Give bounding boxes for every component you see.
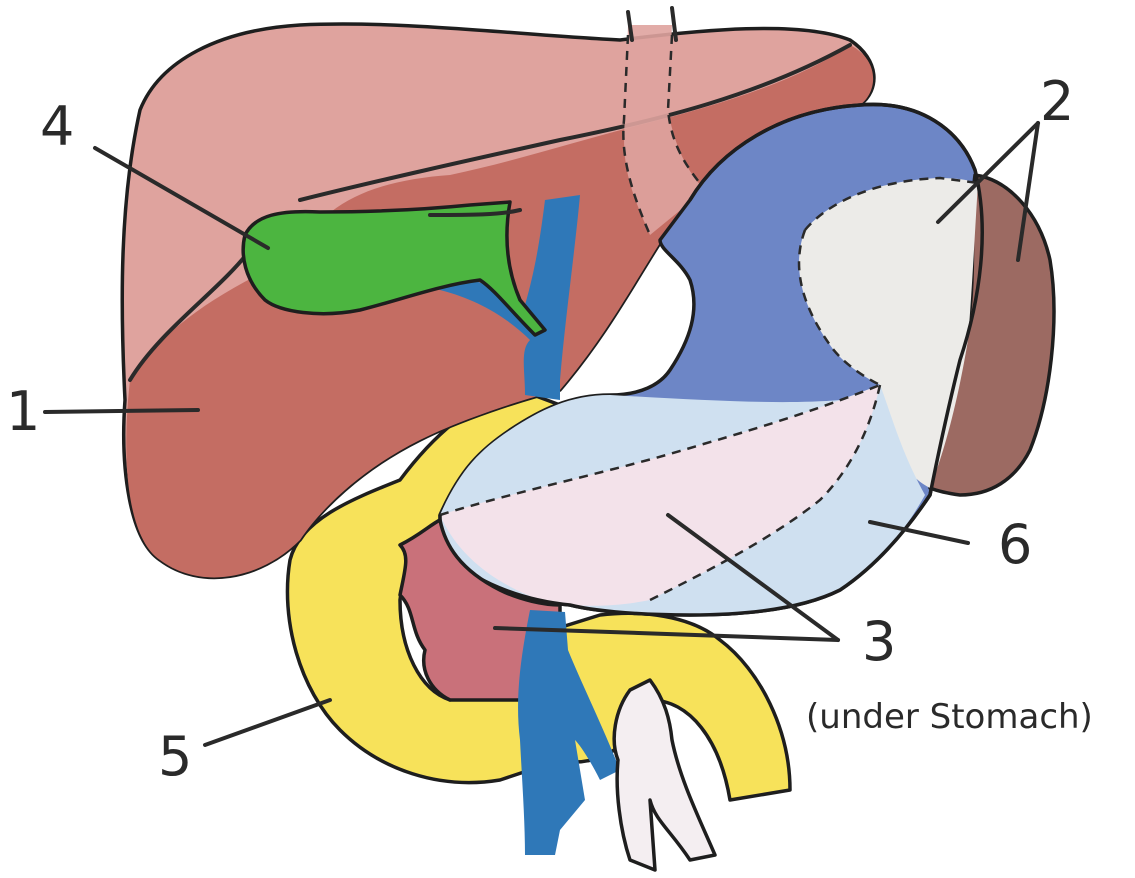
label-1: 1 <box>6 380 40 443</box>
label-5: 5 <box>158 725 192 788</box>
label-2: 2 <box>1040 70 1074 133</box>
label-4: 4 <box>40 95 74 158</box>
leader-line-1 <box>45 410 198 412</box>
label-3: 3 <box>862 610 896 673</box>
label-6: 6 <box>998 513 1032 576</box>
leader-line-5 <box>205 700 330 745</box>
label-3-note: (under Stomach) <box>806 697 1093 737</box>
